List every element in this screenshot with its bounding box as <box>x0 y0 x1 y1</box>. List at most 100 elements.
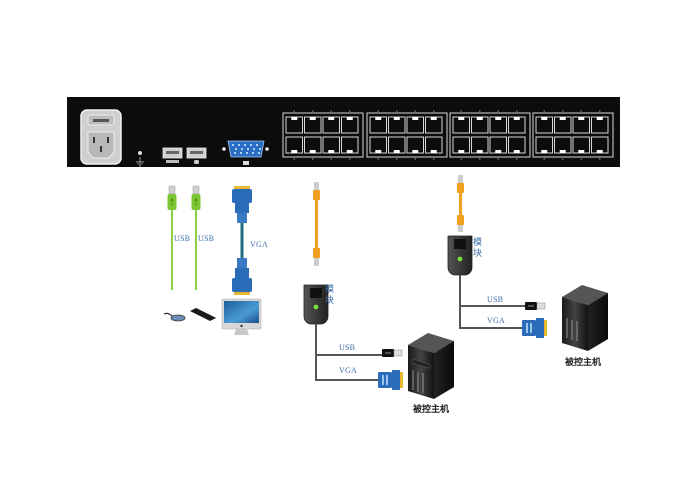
port-number-marker <box>598 158 601 160</box>
port-number-marker <box>543 158 546 160</box>
host-1-label: 被控主机 <box>413 405 450 415</box>
console-cables <box>167 185 252 295</box>
rj45-port-group-3 <box>449 110 531 160</box>
rj45-latch <box>291 150 298 153</box>
rj45-latch <box>495 150 502 153</box>
rj45-port-group-4 <box>532 110 614 160</box>
port-number-marker <box>497 158 500 160</box>
port-number-marker <box>395 110 398 112</box>
port-number-marker <box>330 110 333 112</box>
module-2-label: 模块 <box>473 238 483 259</box>
rj45-latch <box>346 117 353 120</box>
rj45-port-array <box>282 110 614 160</box>
module-1-usb-label: USB <box>339 343 356 352</box>
rj45-latch <box>309 150 316 153</box>
port-number-marker <box>515 110 518 112</box>
rj45-latch <box>430 150 437 153</box>
port-number-marker <box>311 110 314 112</box>
vga-cable <box>232 186 252 295</box>
rj45-latch <box>309 117 316 120</box>
network-cable-1 <box>313 182 320 266</box>
vga-cable-label: VGA <box>250 240 268 249</box>
port-number-marker <box>478 158 481 160</box>
port-number-marker <box>377 110 380 112</box>
rj45-latch <box>476 117 483 120</box>
module-1 <box>303 182 403 390</box>
port-number-marker <box>432 110 435 112</box>
port-number-marker <box>497 110 500 112</box>
rj45-latch <box>596 150 603 153</box>
host-computer-1-icon <box>408 333 454 399</box>
usb-plug-1-icon <box>382 349 403 357</box>
rj45-latch <box>458 117 465 120</box>
power-inlet-icon <box>80 109 122 165</box>
mouse-icon <box>163 312 186 322</box>
module-2-vga-label: VGA <box>487 316 505 325</box>
port-number-marker <box>432 158 435 160</box>
port-number-marker <box>293 158 296 160</box>
port-number-marker <box>414 158 417 160</box>
port-number-marker <box>580 110 583 112</box>
keyboard-icon <box>190 307 217 321</box>
port-number-marker <box>348 158 351 160</box>
rj45-port-group-2 <box>366 110 448 160</box>
rj45-latch <box>559 150 566 153</box>
rj45-port-group-1 <box>282 110 364 160</box>
port-number-marker <box>478 110 481 112</box>
rj45-latch <box>375 117 382 120</box>
rj45-latch <box>513 117 520 120</box>
module-2-usb-label: USB <box>487 295 504 304</box>
ground-icon <box>136 151 144 167</box>
rj45-latch <box>541 117 548 120</box>
kvm-switch <box>67 97 620 167</box>
module-1-vga-label: VGA <box>339 366 357 375</box>
port-number-marker <box>598 110 601 112</box>
rj45-latch <box>476 150 483 153</box>
host-computer-2-icon <box>562 285 608 351</box>
port-number-marker <box>515 158 518 160</box>
port-number-marker <box>414 110 417 112</box>
vga-port-icon <box>222 140 269 165</box>
rj45-latch <box>596 117 603 120</box>
rj45-latch <box>412 117 419 120</box>
usb-port-keyboard-icon <box>162 147 183 163</box>
port-number-marker <box>330 158 333 160</box>
rj45-latch <box>291 117 298 120</box>
module-2 <box>447 175 547 338</box>
kvm-module-1-icon <box>303 284 329 325</box>
port-number-marker <box>395 158 398 160</box>
port-number-marker <box>460 110 463 112</box>
kvm-module-2-icon <box>447 235 473 276</box>
rj45-latch <box>578 150 585 153</box>
usb-cable-1 <box>167 185 177 290</box>
rj45-latch <box>559 117 566 120</box>
rj45-latch <box>458 150 465 153</box>
port-number-marker <box>561 158 564 160</box>
module-2-wires <box>459 275 530 329</box>
usb-port-mouse-icon <box>186 147 207 164</box>
rj45-latch <box>393 150 400 153</box>
usb-cable-2 <box>191 185 201 290</box>
host-2-label: 被控主机 <box>565 358 602 368</box>
vga-plug-2-icon <box>522 318 547 338</box>
port-number-marker <box>311 158 314 160</box>
rj45-latch <box>393 117 400 120</box>
rj45-latch <box>578 117 585 120</box>
rj45-latch <box>328 117 335 120</box>
module-1-label: 模块 <box>325 285 335 306</box>
rj45-latch <box>375 150 382 153</box>
rj45-latch <box>495 117 502 120</box>
vga-plug-1-icon <box>378 370 403 390</box>
port-number-marker <box>293 110 296 112</box>
monitor-icon <box>221 298 262 335</box>
port-number-marker <box>543 110 546 112</box>
port-number-marker <box>561 110 564 112</box>
usb-plug-2-icon <box>525 302 546 310</box>
usb-cable-2-label: USB <box>198 234 215 243</box>
rj45-latch <box>430 117 437 120</box>
port-number-marker <box>580 158 583 160</box>
rj45-latch <box>541 150 548 153</box>
rj45-latch <box>412 150 419 153</box>
rj45-latch <box>346 150 353 153</box>
